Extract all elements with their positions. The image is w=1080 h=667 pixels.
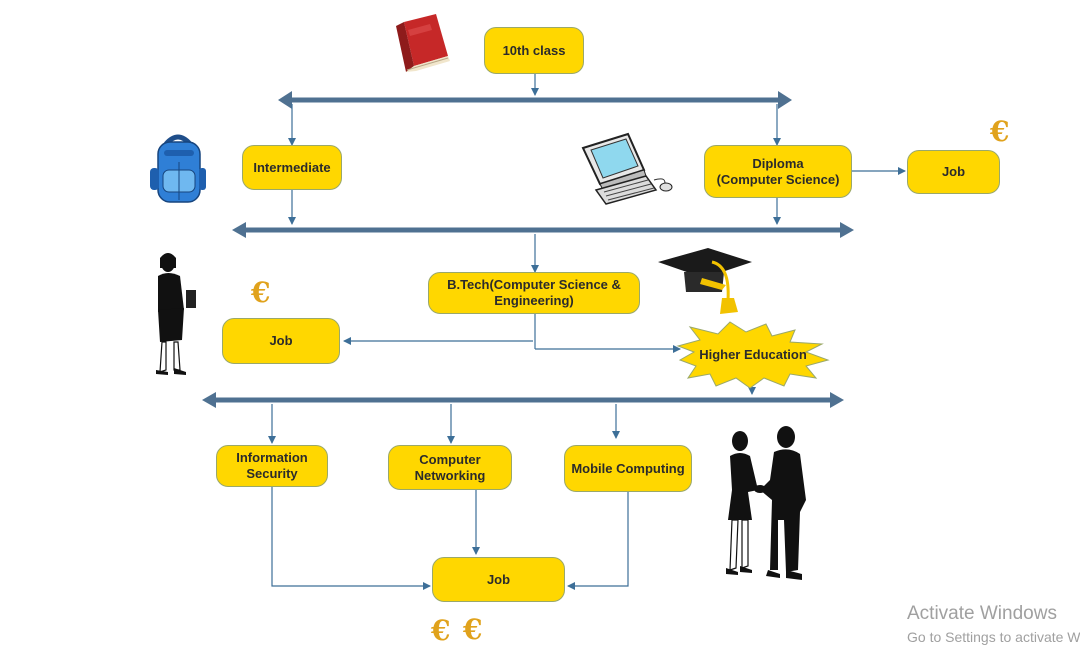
backpack-icon <box>150 134 206 203</box>
computer-icon <box>581 132 673 205</box>
node-information-security: Information Security <box>216 445 328 487</box>
graduation-cap-icon <box>658 248 752 314</box>
higher-education-burst <box>676 321 830 389</box>
node-mobile-computing: Mobile Computing <box>564 445 692 492</box>
node-btech: B.Tech(Computer Science & Engineering) <box>428 272 640 314</box>
arrow-mobile-computing-to-job <box>567 492 629 590</box>
node-job-final: Job <box>432 557 565 602</box>
businesswoman-icon <box>156 253 196 375</box>
connectors <box>268 74 906 590</box>
euro-icon: € <box>431 614 451 647</box>
euro-icon: € <box>251 276 271 309</box>
handshake-icon <box>726 426 806 580</box>
activate-windows-title: Activate Windows <box>907 603 1057 624</box>
node-computer-networking: Computer Networking <box>388 445 512 490</box>
book-icon <box>396 14 450 72</box>
node-intermediate: Intermediate <box>242 145 342 190</box>
node-higher-education: Higher Education <box>699 347 807 362</box>
node-diploma: Diploma (Computer Science) <box>704 145 852 198</box>
euro-icon: € <box>463 613 483 646</box>
level-bar-1 <box>278 91 792 109</box>
euro-icon: € <box>990 115 1010 148</box>
level-bar-3 <box>202 392 844 408</box>
level-bar-2 <box>232 222 854 238</box>
node-job-diploma: Job <box>907 150 1000 194</box>
activate-windows-subtitle: Go to Settings to activate Windows. <box>907 629 1080 645</box>
arrow-information-security-to-job <box>271 487 431 590</box>
node-job-btech: Job <box>222 318 340 364</box>
node-10th-class: 10th class <box>484 27 584 74</box>
